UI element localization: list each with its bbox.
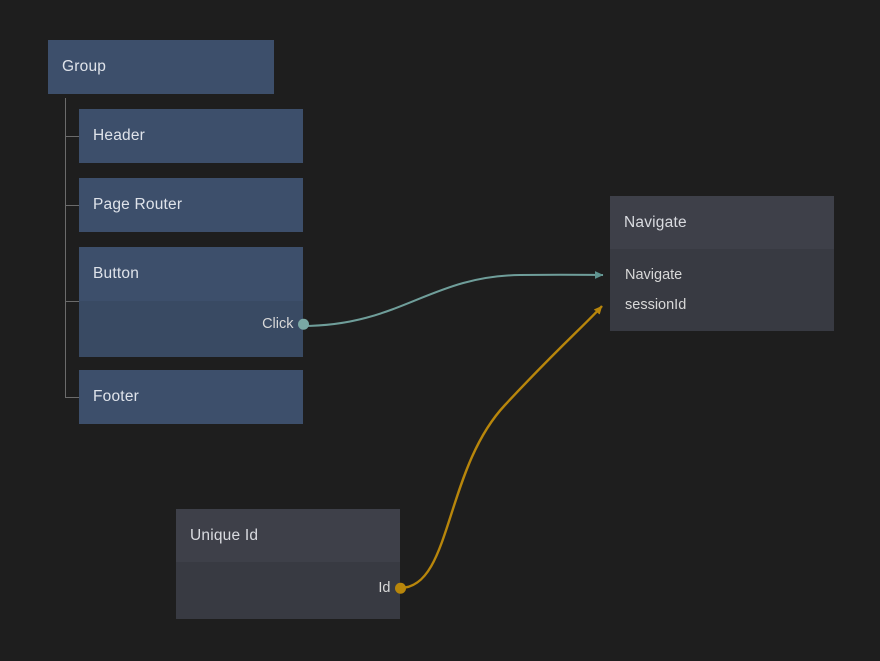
port-click-output[interactable]: Click [262,315,309,332]
node-group-title: Group [48,40,274,94]
node-page-router[interactable]: Page Router [79,178,303,232]
node-footer[interactable]: Footer [79,370,303,424]
node-footer-title: Footer [79,370,303,424]
port-navigate-label: Navigate [625,266,683,283]
node-unique-id-title: Unique Id [176,509,400,562]
edge-id-to-sessionid [399,305,603,590]
tree-stub-button [65,301,79,302]
node-group[interactable]: Group [48,40,274,94]
node-button-body: Click [79,301,309,357]
tree-trunk-line [65,98,66,397]
node-page-router-title: Page Router [79,178,303,232]
node-button-title: Button [79,247,303,301]
port-id-output[interactable]: Id [378,579,406,596]
node-header-widget-title: Header [79,109,303,163]
node-navigate[interactable]: Navigate Navigate sessionId [610,196,834,331]
port-id-dot[interactable] [394,582,406,594]
edge-click-to-navigate [301,271,604,327]
node-button[interactable]: Button Click [79,247,309,357]
tree-stub-page-router [65,205,79,206]
port-id-label: Id [378,579,391,596]
node-unique-id[interactable]: Unique Id Id [176,509,406,619]
tree-stub-footer [65,397,79,398]
node-navigate-body: Navigate sessionId [610,249,834,331]
node-navigate-title: Navigate [610,196,834,249]
node-unique-id-body: Id [176,562,406,619]
tree-stub-header [65,136,79,137]
node-header-widget[interactable]: Header [79,109,303,163]
port-sessionid-label: sessionId [625,296,687,313]
port-sessionid-input[interactable]: sessionId [610,298,686,313]
port-click-label: Click [262,315,294,332]
port-click-dot[interactable] [297,318,309,330]
port-navigate-input[interactable]: Navigate [610,268,682,283]
